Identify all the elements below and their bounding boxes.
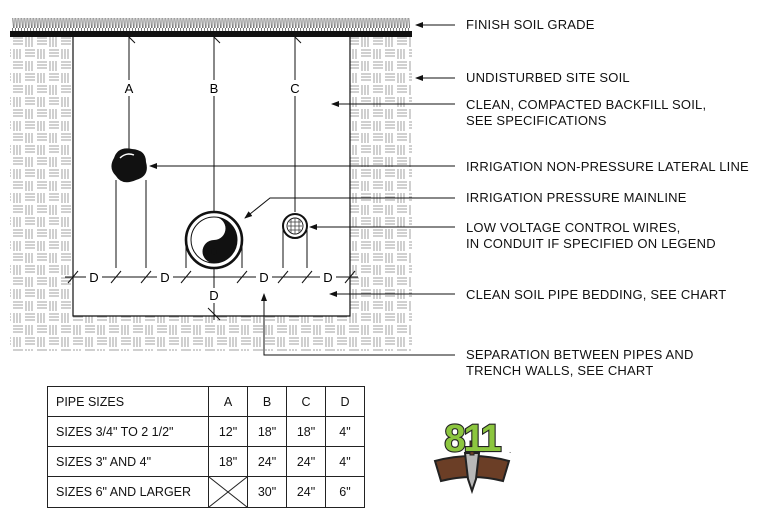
surface-grass xyxy=(12,18,410,31)
lateral-line-pipe xyxy=(111,148,147,268)
chart-header: D xyxy=(325,386,365,417)
dim-label-d-1: D xyxy=(89,270,98,285)
leader-separation xyxy=(261,293,455,356)
chart-cell: 12" xyxy=(208,416,248,447)
chart-header: PIPE SIZES xyxy=(47,386,209,417)
mainline-pipe xyxy=(184,210,244,270)
callout-finish-grade: FINISH SOIL GRADE xyxy=(466,17,595,32)
callout-mainline: IRRIGATION PRESSURE MAINLINE xyxy=(466,190,687,205)
chart-header: C xyxy=(286,386,326,417)
chart-cell: 30" xyxy=(247,476,287,508)
cross-out-icon xyxy=(209,477,247,507)
callout-bedding: CLEAN SOIL PIPE BEDDING, SEE CHART xyxy=(466,287,727,302)
chart-header-row: PIPE SIZES A B C D xyxy=(47,386,365,417)
pipe-size-chart: PIPE SIZES A B C D SIZES 3/4" TO 2 1/2" … xyxy=(47,386,365,508)
callout-lateral-line: IRRIGATION NON-PRESSURE LATERAL LINE xyxy=(466,159,749,174)
leader-mainline xyxy=(244,197,455,219)
chart-cell: 6" xyxy=(325,476,365,508)
tick-a xyxy=(122,30,136,44)
callout-control-wires: LOW VOLTAGE CONTROL WIRES, IN CONDUIT IF… xyxy=(466,220,716,251)
chart-header: A xyxy=(208,386,248,417)
chart-cell: 4" xyxy=(325,416,365,447)
svg-text:811: 811 xyxy=(444,418,501,460)
undisturbed-soil-right xyxy=(350,37,412,351)
chart-cell: SIZES 3" AND 4" xyxy=(47,446,209,477)
dim-label-d-2: D xyxy=(160,270,169,285)
undisturbed-soil-bottom xyxy=(73,316,350,351)
callout-backfill: CLEAN, COMPACTED BACKFILL SOIL, SEE SPEC… xyxy=(466,97,707,128)
dim-label-d-3: D xyxy=(259,270,268,285)
table-row: SIZES 3" AND 4" 18" 24" 24" 4" xyxy=(47,446,365,477)
chart-header: B xyxy=(247,386,287,417)
chart-cell: 18" xyxy=(286,416,326,447)
chart-cell: 24" xyxy=(286,446,326,477)
tick-b xyxy=(207,30,221,44)
chart-cell: 24" xyxy=(247,446,287,477)
callout-undisturbed-soil: UNDISTURBED SITE SOIL xyxy=(466,70,630,85)
chart-cell-not-applicable xyxy=(208,476,248,508)
callout-separation: SEPARATION BETWEEN PIPES AND TRENCH WALL… xyxy=(466,347,694,378)
table-row: SIZES 3/4" TO 2 1/2" 12" 18" 18" 4" xyxy=(47,416,365,447)
dim-label-a: A xyxy=(125,81,134,96)
svg-text:.: . xyxy=(509,446,511,455)
chart-cell: 4" xyxy=(325,446,365,477)
trench-outline xyxy=(72,37,351,317)
dim-label-d-4: D xyxy=(323,270,332,285)
chart-cell: 24" xyxy=(286,476,326,508)
dim-label-b: B xyxy=(210,81,219,96)
chart-cell: SIZES 6" AND LARGER xyxy=(47,476,209,508)
chart-cell: 18" xyxy=(208,446,248,477)
undisturbed-soil-left xyxy=(10,37,73,351)
control-wires-conduit xyxy=(282,213,308,268)
chart-cell: SIZES 3/4" TO 2 1/2" xyxy=(47,416,209,447)
table-row: SIZES 6" AND LARGER 30" 24" 6" xyxy=(47,476,365,508)
chart-cell: 18" xyxy=(247,416,287,447)
tick-c xyxy=(288,30,302,44)
dim-label-c: C xyxy=(290,81,299,96)
dim-label-d-5: D xyxy=(209,288,218,303)
call-811-logo: 811 . xyxy=(433,417,511,495)
